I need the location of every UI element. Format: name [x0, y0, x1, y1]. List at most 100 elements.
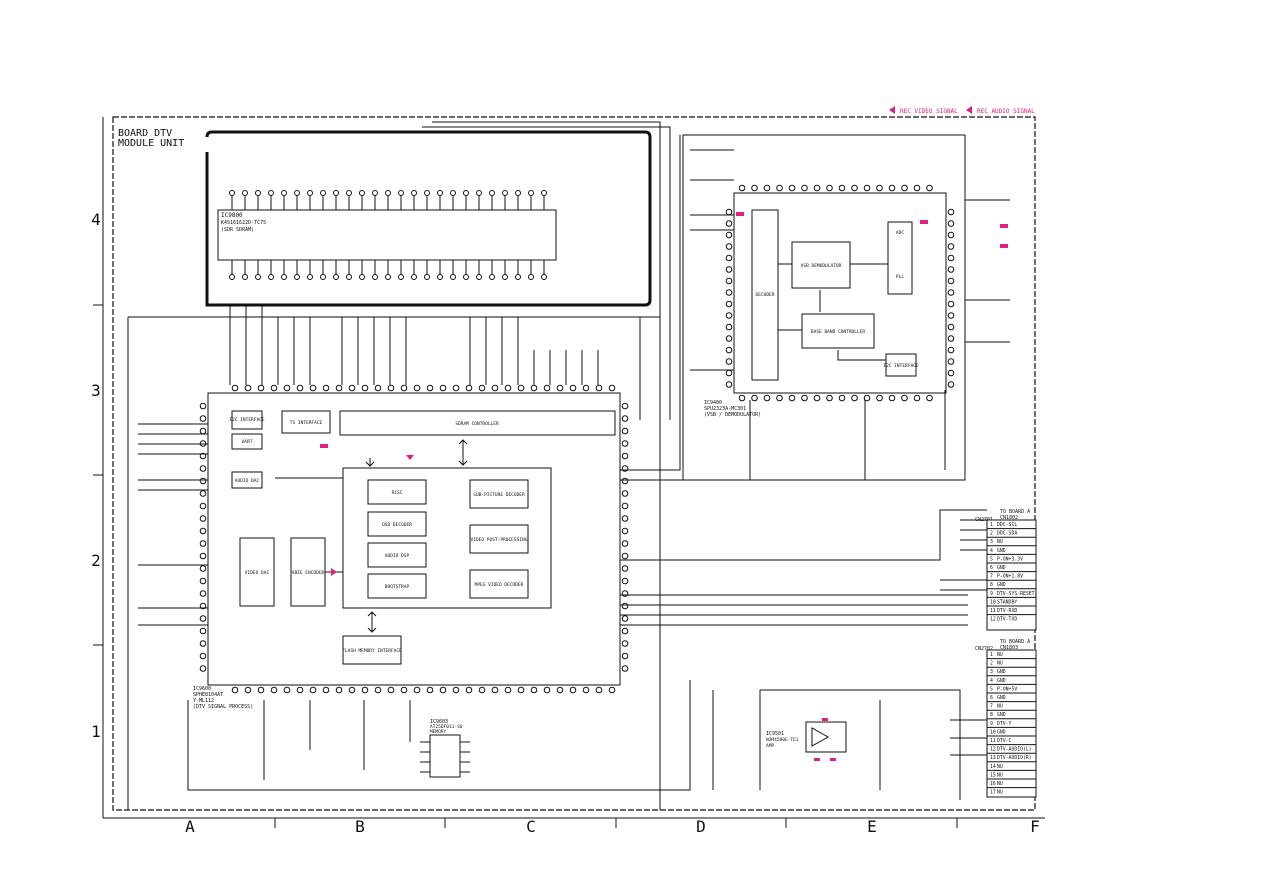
pin-label: NU — [997, 704, 1003, 710]
pin-number: 7 — [990, 574, 993, 580]
col-label: C — [526, 817, 536, 836]
block-video-dac — [239, 537, 275, 607]
col-label: A — [185, 817, 195, 836]
cn1-sub: CN1802 — [1000, 515, 1018, 521]
pin-label: NU — [997, 772, 1003, 778]
rec-audio-arrow-icon — [966, 106, 972, 114]
pin-number: 2 — [990, 661, 993, 667]
pin-number: 3 — [990, 539, 993, 545]
flash-ref: IC9603 — [430, 719, 448, 725]
pin-number: 8 — [990, 712, 993, 718]
col-label: F — [1030, 817, 1040, 836]
demod-part: SPU2323A-MC301 — [704, 406, 746, 412]
block-subpic — [469, 479, 529, 509]
block-vbie — [290, 537, 326, 607]
pin-number: 11 — [990, 608, 996, 614]
pin-label: DTV-Y — [997, 721, 1012, 727]
block-pll-label: PLL — [896, 274, 904, 280]
legend-rec-audio: REC AUDIO SIGNAL — [977, 108, 1035, 115]
block-i2c-label: I2C INTERFACE — [229, 417, 265, 423]
cn1-title: TO BOARD A — [1000, 509, 1030, 515]
pin-label: DTV-SYS-RESET — [997, 591, 1035, 597]
sdram-desc: (SDR SDRAM) — [221, 227, 254, 233]
pin-label: GND — [997, 565, 1006, 571]
pin-label: GND — [997, 678, 1006, 684]
block-uart — [231, 433, 263, 450]
block-risc-label: RISC — [392, 490, 403, 496]
ic-sdram: IC9800 K4S161622D-TC75 (SDR SDRAM) — [217, 190, 557, 280]
pin-number: 9 — [990, 591, 993, 597]
pin-number: 4 — [990, 548, 993, 554]
pin-number: 5 — [990, 556, 993, 562]
pin-number: 13 — [990, 755, 996, 761]
block-subpic-label: SUB-PICTURE DECODER — [473, 492, 525, 498]
amp-desc: AMP — [766, 743, 774, 749]
pin-label: NU — [997, 764, 1003, 770]
row-label: 4 — [91, 210, 101, 229]
block-video-post-label: VIDEO POST-PROCESSING — [471, 537, 528, 543]
cn2-sub: CN1803 — [1000, 645, 1018, 651]
block-audio-dac — [231, 471, 263, 489]
block-video-post — [469, 524, 529, 554]
pin-label: GND — [997, 729, 1006, 735]
grid-scale: 4 3 2 1 A B C D E F — [91, 117, 1045, 836]
decoder-part2: Y-ML112 — [193, 698, 214, 704]
block-audio-dsp-label: AUDIO DSP — [385, 553, 410, 559]
ic-flash: IC9603 AT25DF011-SU MEMORY — [420, 719, 470, 778]
block-osd-label: OSD DECODER — [382, 522, 412, 528]
pin-number: 15 — [990, 772, 996, 778]
pin-label: NU — [997, 652, 1003, 658]
ic-demod: DECODER VSB DEMODULATOR BASE BAND CONTRO… — [725, 184, 1008, 402]
amp-body — [805, 721, 847, 753]
row-label: 1 — [91, 722, 101, 741]
block-sdram-controller — [339, 410, 616, 436]
ic-decoder: I2C INTERFACE UART TS INTERFACE SDRAM CO… — [199, 384, 629, 694]
pin-number: 1 — [990, 652, 993, 658]
sdram-section-border — [205, 130, 652, 307]
sdram-ref: IC9800 — [221, 212, 243, 219]
pin-number: 5 — [990, 686, 993, 692]
block-osd — [367, 511, 427, 537]
block-adc-pll — [887, 221, 913, 295]
block-vsb — [791, 241, 851, 289]
amp-part: NJM4580E-TE1 — [766, 737, 799, 743]
col-label: B — [355, 817, 365, 836]
block-i2c — [231, 410, 263, 430]
demod-ref: IC9400 — [704, 400, 722, 406]
block-decoder — [751, 209, 779, 381]
block-uart-label: UART — [242, 439, 253, 445]
pin-label: GND — [997, 582, 1006, 588]
legend-rec-video: REC VIDEO SIGNAL — [900, 108, 958, 115]
block-demod-i2c — [885, 353, 917, 377]
pin-label: DTV-C — [997, 738, 1012, 744]
block-decoder-label: DECODER — [756, 292, 775, 298]
block-video-dac-label: VIDEO DAC — [245, 570, 270, 576]
block-baseband-label: BASE BAND CONTROLLER — [811, 329, 865, 335]
pin-number: 16 — [990, 781, 996, 787]
pin-label: GND — [997, 695, 1006, 701]
pin-number: 3 — [990, 669, 993, 675]
pin-label: DDC-SDA — [997, 531, 1017, 537]
pin-number: 7 — [990, 704, 993, 710]
demod-desc: (VSB / DEMODULATOR) — [704, 412, 761, 418]
pin-label: DTV-AUDIO(R) — [997, 755, 1032, 761]
pin-label: GND — [997, 712, 1006, 718]
pin-label: GND — [997, 548, 1006, 554]
pin-label: NU — [997, 781, 1003, 787]
pin-number: 4 — [990, 678, 993, 684]
block-risc — [367, 479, 427, 505]
block-baseband — [801, 313, 875, 349]
pin-number: 12 — [990, 747, 996, 753]
pin-label: DTV-AUDIO(L) — [997, 747, 1032, 753]
flash-body — [429, 734, 461, 778]
amp-ref: IC9501 — [766, 731, 784, 737]
block-flash-label: FLASH MEMORY INTERFACE — [342, 648, 402, 654]
sdram-part: K4S161622D-TC75 — [221, 220, 266, 226]
block-audio-dac-label: AUDIO DAC — [235, 478, 260, 484]
flash-part: AT25DF011-SU — [430, 724, 463, 730]
decoder-part: SPHE8104AT — [193, 692, 223, 698]
block-bootstrap-label: BOOTSTRAP — [385, 584, 410, 590]
block-mpeg-label: MPEG VIDEO DECODER — [475, 582, 524, 588]
block-adc-label: ADC — [896, 230, 904, 236]
